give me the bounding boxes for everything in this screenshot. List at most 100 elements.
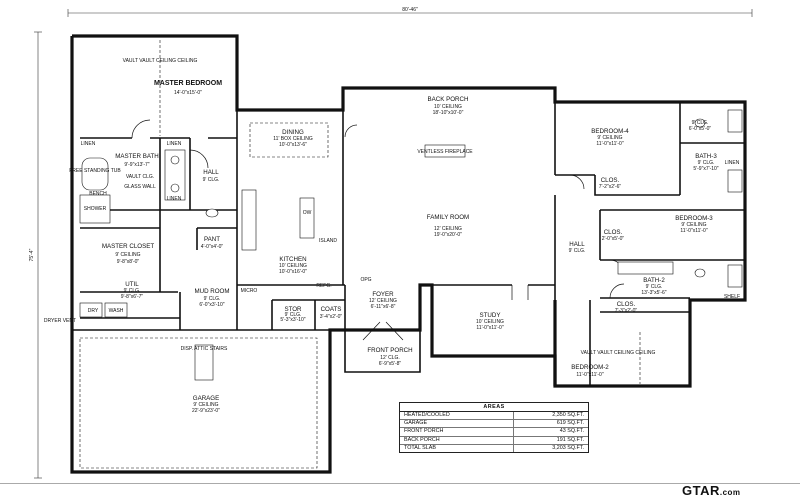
master-bath-size: 9'-9"x13'-7" [124,162,149,168]
brand-name: GTAR [682,483,720,498]
master-bedroom-name: MASTER BEDROOM [154,80,222,87]
areas-row: GARAGE 619 SQ.FT. [400,420,588,429]
island-label: ISLAND [319,238,337,244]
util-ceiling: 9' CLG. [124,288,141,294]
study-name: STUDY [480,312,501,319]
areas-row: BACK PORCH 191 SQ.FT. [400,436,588,445]
dryer-vent-label: DRYER VENT [44,318,76,324]
clos-bed4-size: 7'-2"x2'-6" [599,184,622,190]
areas-row-value: 191 SQ.FT. [513,436,588,444]
dimension-lines [34,9,753,479]
bench-label: BENCH [89,191,107,197]
mud-room-size: 6'-0"x3'-10" [199,302,224,308]
back-porch-ceiling: 10' CEILING [434,104,462,110]
areas-row-label: HEATED/COOLED [404,412,450,418]
bath3-size: 5'-9"x7'-10" [693,166,718,172]
micro-label: MICRO [241,288,258,294]
front-porch-ceiling: 12' CLG. [380,355,400,361]
garage-ceiling: 9' CEILING [193,402,218,408]
ow-label: OW [303,210,312,216]
linen-label-1: LINEN [81,141,96,147]
areas-row-label: TOTAL SLAB [404,444,436,451]
back-porch-size: 18'-10"x10'-0" [433,110,464,116]
util-name: UTIL [125,281,139,288]
bedroom3-size: 11'-0"x11'-0" [680,228,707,234]
mud-room-name: MUD ROOM [194,288,229,295]
bedroom2-name: BEDROOM-2 [571,364,609,371]
bedroom4-size: 11'-0"x11'-0" [596,141,623,147]
bath3-closet-size: 6'-0"x5'-0" [689,126,712,132]
foyer-ceiling: 12' CEILING [369,298,397,304]
front-porch-size: 6'-9"x5'-8" [379,361,402,367]
areas-table: AREAS HEATED/COOLED 2,350 SQ.FT. GARAGE … [399,402,589,453]
bath3-ceiling: 9' CLG. [698,160,715,166]
bath2-name: BATH-2 [643,277,665,284]
stor-name: STOR [284,306,302,313]
bedroom4-name: BEDROOM-4 [591,128,629,135]
coats-name: COATS [321,306,342,313]
linen-label-2: LINEN [167,141,182,147]
areas-row-value: 43 SQ.FT. [513,428,588,436]
areas-row-value: 2,350 SQ.FT. [513,412,588,420]
shower-label: SHOWER [84,206,107,212]
overall-width-label: 80'-46" [402,7,418,13]
master-bedroom-size: 14'-0"x15'-0" [174,90,202,96]
free-standing-tub-label: FREE STANDING TUB [69,168,121,174]
garage-name: GARAGE [193,395,219,402]
shelf-label: SHELF [724,294,740,300]
stor-ceiling: 9' CLG. [285,312,302,318]
fixtures [79,109,743,381]
study-size: 11'-0"x11'-0" [476,325,503,331]
mud-room-ceiling: 9' CLG. [204,296,221,302]
clos-bed3-name: CLOS. [604,229,623,236]
brand-suffix: .com [719,488,741,497]
wash-label: WASH [109,308,124,314]
overall-depth-label: 75'-4" [29,248,35,261]
foyer-name: FOYER [372,291,394,298]
glass-wall-label: GLASS WALL [124,184,156,190]
areas-row-label: GARAGE [404,420,428,427]
kitchen-ceiling: 10' CEILING [279,263,307,269]
master-closet-size: 9'-8"x8'-0" [117,259,140,265]
family-room-name: FAMILY ROOM [427,214,469,221]
bedroom3-ceiling: 9' CEILING [681,222,706,228]
areas-row-value: 619 SQ.FT. [513,420,588,428]
family-room-size: 19'-0"x20'-0" [434,232,462,238]
kitchen-size: 10'-0"x16'-0" [279,269,307,275]
hall-master-name: HALL [203,169,219,176]
bedroom2-size: 11'-0"x11'-0" [576,372,603,378]
kitchen-name: KITCHEN [279,256,306,263]
hall-right-ceiling: 9' CLG. [569,248,586,254]
clos-bed2-size: 7'-3"x2'-0" [615,308,638,314]
areas-row-label: FRONT PORCH [404,428,444,435]
garage-size: 22'-9"x23'-0" [192,408,220,414]
master-bath-name: MASTER BATH [115,153,159,160]
brand-logo: GTAR.com [682,483,741,498]
pant-size: 4'-0"x4'-0" [201,244,224,250]
bath3-name: BATH-3 [695,153,717,160]
bedroom4-ceiling: 9' CEILING [597,135,622,141]
clos-bed2-name: CLOS. [617,301,636,308]
disp-attic-label: DISP. ATTIC STAIRS [181,346,228,352]
dining-size: 10'-0"x13'-6" [279,142,307,148]
refg-label: REFG. [316,283,331,289]
vault-clg-label: VAULT CLG. [126,174,154,180]
areas-row: HEATED/COOLED 2,350 SQ.FT. [400,412,588,421]
study-ceiling: 10' CEILING [476,319,504,325]
bath2-size: 13'-3"x5'-6" [641,290,666,296]
clos-bed4-name: CLOS. [601,177,620,184]
areas-row: TOTAL SLAB 3,203 SQ.FT. [400,444,588,452]
ventless-fireplace-label: VENTLESS FIREPLACE [417,149,473,155]
dining-name: DINING [282,129,304,136]
linen-label-3: LINEN [167,196,182,202]
back-porch-name: BACK PORCH [428,96,469,103]
bath2-ceiling: 9' CLG. [646,284,663,290]
bedroom3-name: BEDROOM-3 [675,215,713,222]
bedroom2-ceiling: VAULT VAULT CEILING CEILING [581,350,656,356]
linen-label-4: LINEN [725,160,740,166]
coats-size: 3'-4"x2'-0" [320,314,343,320]
clos-bed3-size: 2'-0"x5'-0" [602,236,625,242]
stor-size: 5'-3"x3'-10" [280,317,305,323]
dining-ceiling: 11' BOX CEILING [273,136,313,142]
family-room-ceiling: 12' CEILING [434,226,462,232]
